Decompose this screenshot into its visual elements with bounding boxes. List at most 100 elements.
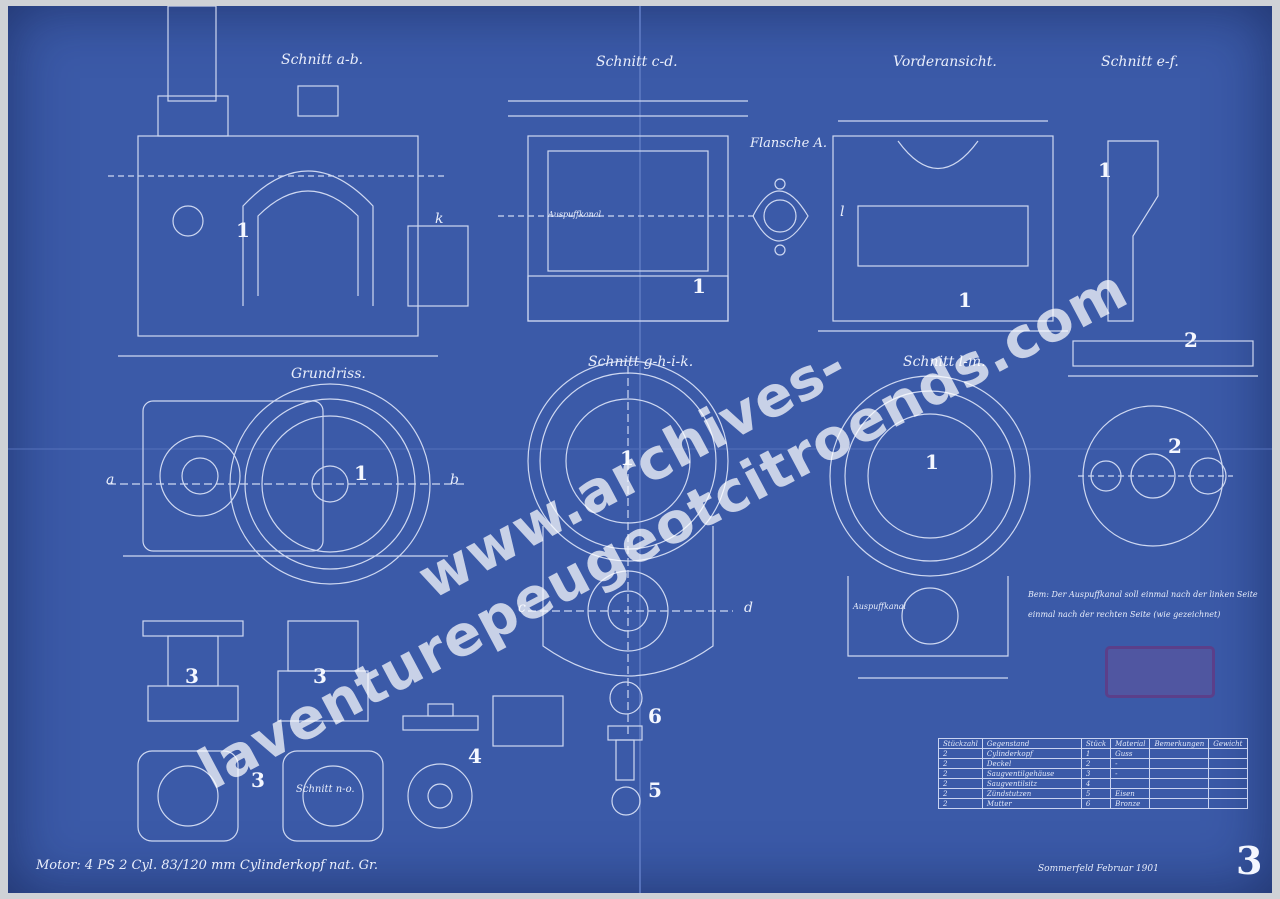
table-cell: Saugventilsitz	[981, 778, 1082, 789]
part-number: 1	[692, 274, 706, 298]
part4-drawings	[402, 695, 564, 829]
part-number: 2	[1184, 328, 1198, 352]
title-section-lm: Schnitt l-m.	[903, 354, 986, 370]
table-cell: Cylinderkopf	[981, 748, 1082, 759]
table-row: 2 Mutter 6 Bronze	[938, 798, 1248, 809]
title-section-no: Schnitt n-o.	[296, 784, 355, 795]
edge-letter-d: d	[744, 600, 753, 616]
part-number: 1	[958, 288, 972, 312]
table-header: Gegenstand	[981, 738, 1082, 749]
table-cell: Saugventilgehäuse	[981, 768, 1082, 779]
table-cell: 2	[938, 768, 983, 779]
table-cell: 5	[1080, 788, 1112, 799]
table-cell: 2	[938, 758, 983, 769]
table-cell: 6	[1080, 798, 1112, 809]
table-cell: -	[1110, 758, 1151, 769]
section-lm-drawing	[829, 375, 1031, 679]
plan-drawing	[108, 383, 468, 585]
table-row: 2 Cylinderkopf 1 Guss	[938, 748, 1248, 759]
part56-drawings	[607, 681, 643, 816]
title-flange-a: Flansche A.	[750, 136, 827, 151]
table-cell: 2	[938, 748, 983, 759]
table-row: 2 Deckel 2 -	[938, 758, 1248, 769]
part-number: 1	[354, 461, 368, 485]
table-header: Gewicht	[1208, 738, 1248, 749]
table-cell	[1149, 788, 1210, 799]
front-view-drawing	[818, 120, 1068, 332]
part-number: 3	[313, 664, 327, 688]
part-number: 6	[648, 704, 662, 728]
section-ab-drawing	[108, 6, 469, 357]
part-number: 5	[648, 778, 662, 802]
table-cell	[1208, 798, 1248, 809]
title-section-ab: Schnitt a-b.	[281, 52, 364, 68]
table-cell	[1208, 778, 1248, 789]
table-cell: 4	[1080, 778, 1112, 789]
edge-letter-c: c	[518, 600, 526, 616]
section-ef-drawing	[1068, 140, 1258, 377]
part-number: 3	[251, 768, 265, 792]
table-cell: 2	[938, 788, 983, 799]
part-number: 1	[925, 450, 939, 474]
title-section-cd: Schnitt c-d.	[596, 54, 678, 70]
table-cell: 2	[938, 798, 983, 809]
table-cell: 2	[938, 778, 983, 789]
table-cell: 2	[1080, 758, 1112, 769]
blueprint-linework	[8, 6, 1272, 893]
edge-letter-b: b	[450, 472, 459, 488]
table-header-row: Stückzahl Gegenstand Stück Material Beme…	[938, 738, 1248, 749]
blueprint-sheet: Schnitt a-b. Schnitt c-d. Vorderansicht.…	[8, 6, 1272, 893]
part-number: 3	[185, 664, 199, 688]
table-cell	[1110, 778, 1151, 789]
table-header: Bemerkungen	[1149, 738, 1210, 749]
table-cell: Bronze	[1110, 798, 1151, 809]
table-row: 2 Zündstutzen 5 Eisen	[938, 788, 1248, 799]
sheet-number: 3	[1236, 838, 1263, 883]
table-cell	[1208, 768, 1248, 779]
title-block: Motor: 4 PS 2 Cyl. 83/120 mm Cylinderkop…	[36, 858, 378, 873]
note-line: einmal nach der rechten Seite (wie gezei…	[1028, 610, 1221, 619]
title-front-view: Vorderansicht.	[893, 54, 997, 70]
part-number: 1	[236, 218, 250, 242]
edge-letter-l: l	[840, 204, 845, 220]
edge-letter-a: a	[106, 472, 115, 488]
part-number: 4	[468, 744, 482, 768]
signature: Sommerfeld Februar 1901	[1038, 864, 1159, 874]
table-header: Stückzahl	[938, 738, 983, 749]
table-header: Material	[1110, 738, 1151, 749]
table-header: Stück	[1080, 738, 1112, 749]
table-cell: -	[1110, 768, 1151, 779]
table-cell	[1149, 768, 1210, 779]
archive-stamp	[1105, 646, 1215, 698]
part3-drawings	[137, 620, 384, 842]
title-section-ghik: Schnitt g-h-i-k.	[588, 354, 694, 370]
table-cell: Eisen	[1110, 788, 1151, 799]
part-number: 2	[1168, 434, 1182, 458]
auspuff-label-lm: Auspuffkanal	[853, 602, 907, 611]
table-cell: Zündstutzen	[981, 788, 1082, 799]
table-cell: Mutter	[981, 798, 1082, 809]
section-ghik-drawing	[527, 360, 733, 736]
parts-table: Stückzahl Gegenstand Stück Material Beme…	[938, 738, 1248, 809]
part2-round-drawing	[1078, 405, 1233, 547]
table-cell	[1208, 748, 1248, 759]
title-plan: Grundriss.	[291, 366, 366, 382]
table-cell: 3	[1080, 768, 1112, 779]
auspuff-label-cd: Auspuffkanal	[548, 210, 602, 219]
table-cell: Guss	[1110, 748, 1151, 759]
table-cell	[1149, 748, 1210, 759]
table-cell: 1	[1080, 748, 1112, 759]
table-cell	[1208, 788, 1248, 799]
table-cell	[1208, 758, 1248, 769]
table-cell	[1149, 778, 1210, 789]
table-cell	[1149, 798, 1210, 809]
title-section-ef: Schnitt e-f.	[1101, 54, 1179, 70]
part-number: 1	[1098, 158, 1112, 182]
section-cd-drawing	[498, 100, 758, 322]
table-cell	[1149, 758, 1210, 769]
part-number: 1	[620, 446, 634, 470]
edge-letter-k: k	[435, 211, 444, 227]
table-row: 2 Saugventilsitz 4	[938, 778, 1248, 789]
flange-a-drawing	[752, 178, 809, 256]
note-line: Bem: Der Auspuffkanal soll einmal nach d…	[1028, 590, 1258, 599]
